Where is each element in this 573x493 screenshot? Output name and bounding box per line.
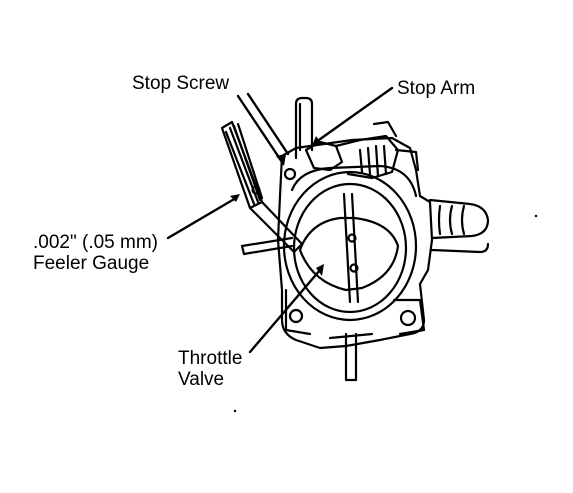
bottom-shaft [328,332,374,382]
top-pipe [294,96,314,160]
arrowheads [230,136,324,276]
stop-screw-label: Stop Screw [132,73,230,94]
feeler-gauge-label: .002" (.05 mm) Feeler Gauge [33,232,158,274]
feeler-gauge-label-line2: Feeler Gauge [33,253,150,274]
bore-ring [282,170,418,322]
feeler-gauge-label-line1: .002" (.05 mm) [33,232,159,253]
stop-arm-label: Stop Arm [397,78,476,99]
throttle-valve-label: Throttle Valve [178,348,242,390]
throttle-valve-label-line1: Throttle [178,348,243,369]
specks [233,214,538,413]
feeler-gauge [220,120,304,254]
throttle-plate [298,192,400,304]
right-hose [428,198,490,254]
throttle-valve-label-line2: Valve [178,369,225,390]
mounting-flange [284,288,426,336]
leader-lines [166,86,394,354]
housing [276,136,434,350]
